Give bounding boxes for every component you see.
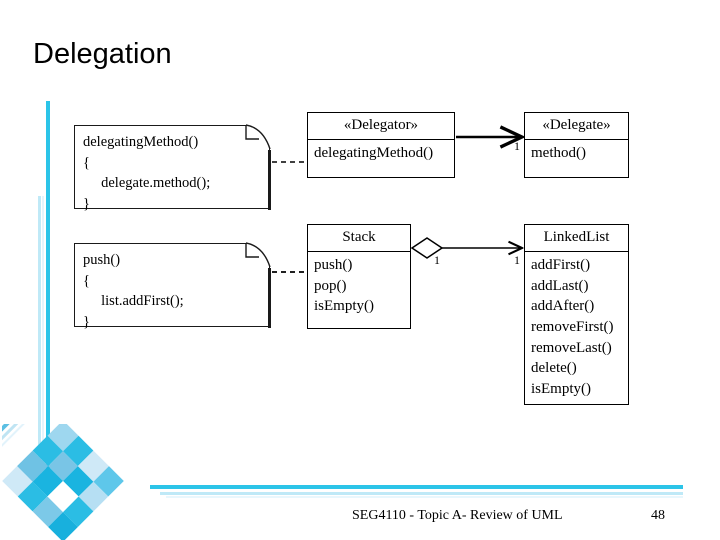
class-name-label: Stack: [308, 225, 410, 252]
class-name-label: «Delegate»: [525, 113, 628, 140]
page-title: Delegation: [33, 38, 172, 70]
note-fold-corner-icon: [245, 242, 271, 268]
note-code-text: push() { list.addFirst(); }: [83, 252, 184, 330]
class-stack: Stack push() pop() isEmpty(): [307, 224, 411, 329]
note-code-text: delegatingMethod() { delegate.method(); …: [83, 134, 211, 212]
class-operations-list: addFirst() addLast() addAfter() removeFi…: [531, 257, 614, 398]
footer-title: SEG4110 - Topic A- Review of UML: [352, 508, 563, 523]
multiplicity-delegate: 1: [514, 139, 520, 153]
note-push: push() { list.addFirst(); }: [74, 242, 271, 330]
note-fold-corner-icon: [245, 124, 271, 150]
note-right-edge-thick: [268, 268, 271, 328]
decoration-checker-diamond: [2, 424, 124, 540]
note-delegating-method: delegatingMethod() { delegate.method(); …: [74, 124, 271, 212]
class-name-label: LinkedList: [525, 225, 628, 252]
class-delegator: «Delegator» delegatingMethod(): [307, 112, 455, 178]
decoration-corner-mosaic: [2, 424, 182, 540]
class-linkedlist: LinkedList addFirst() addLast() addAfter…: [524, 224, 629, 405]
decoration-vertical-accent-line: [46, 101, 50, 479]
decoration-vertical-accent-line-pale: [42, 196, 44, 479]
class-operations-list: delegatingMethod(): [314, 145, 434, 161]
class-name-label: «Delegator»: [308, 113, 454, 140]
decoration-horizontal-accent-line-pale: [166, 496, 683, 498]
decoration-vertical-accent-line-soft: [38, 196, 41, 479]
decoration-horizontal-accent-line-soft: [160, 492, 683, 495]
decoration-horizontal-accent-line: [150, 485, 683, 489]
class-delegate: «Delegate» method(): [524, 112, 629, 178]
multiplicity-stack: 1: [434, 253, 440, 267]
note-right-edge-thick: [268, 150, 271, 210]
class-operations-list: push() pop() isEmpty(): [314, 257, 374, 315]
footer-page-number: 48: [651, 508, 665, 523]
multiplicity-linkedlist: 1: [514, 253, 520, 267]
class-operations-list: method(): [531, 145, 586, 161]
